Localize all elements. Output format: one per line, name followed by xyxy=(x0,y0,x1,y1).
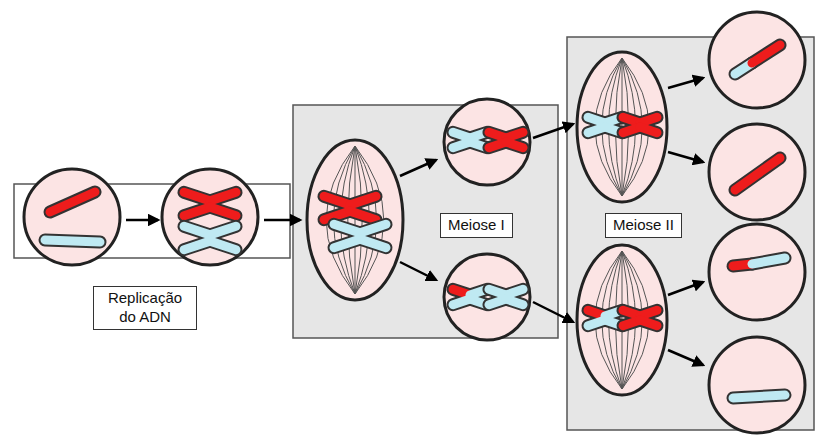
label-box: Meiose I xyxy=(440,213,513,238)
chromatid xyxy=(735,158,780,190)
chromatid xyxy=(210,241,236,250)
chromatid-outline xyxy=(50,192,95,212)
spindle-fiber xyxy=(355,146,356,294)
chromatid xyxy=(640,310,657,316)
process-arrow xyxy=(400,262,436,280)
chromatid-outline xyxy=(350,196,376,205)
stage-label: Replicação do ADN xyxy=(101,289,189,327)
stage-panel xyxy=(293,105,558,338)
spindle-fiber xyxy=(602,251,622,389)
chromatid-outline xyxy=(733,395,785,398)
cell-membrane xyxy=(24,169,120,265)
cell-membrane xyxy=(709,124,805,220)
cell-membrane xyxy=(709,12,805,108)
chromatid-outline xyxy=(640,310,657,316)
chromatid-outline xyxy=(506,289,523,295)
label-box: Replicação do ADN xyxy=(93,286,197,330)
cell-membrane xyxy=(307,140,403,300)
cell-membrane xyxy=(444,254,530,340)
chromatid xyxy=(210,192,236,201)
process-arrow xyxy=(264,219,300,222)
stage-label: Meiose II xyxy=(613,216,674,235)
chromatid-outline xyxy=(350,211,376,220)
cells xyxy=(24,12,805,433)
chromatid-outline xyxy=(752,258,785,264)
cell-membrane xyxy=(709,224,805,320)
chromatid-outline xyxy=(360,239,386,248)
cell xyxy=(307,140,403,300)
chromatid xyxy=(506,289,523,295)
cell xyxy=(577,245,667,395)
chromatid xyxy=(360,239,386,248)
chromatid xyxy=(506,299,523,305)
cell xyxy=(444,254,530,340)
cell xyxy=(709,337,805,433)
cell-membrane xyxy=(577,245,667,395)
cell-membrane xyxy=(577,52,667,202)
cell xyxy=(709,12,805,108)
chromatid-outline xyxy=(506,132,523,138)
chromatid xyxy=(640,320,657,326)
chromatid-outline xyxy=(640,117,657,123)
process-arrow xyxy=(533,302,573,322)
process-arrow xyxy=(533,124,573,138)
label-box: Meiose II xyxy=(605,213,682,238)
cell xyxy=(709,124,805,220)
process-arrow xyxy=(668,152,703,162)
process-arrow xyxy=(668,350,703,365)
stage-label: Meiose I xyxy=(448,216,505,235)
chromatid xyxy=(640,127,657,133)
cell-membrane xyxy=(709,337,805,433)
process-arrow xyxy=(126,219,158,222)
chromatid-outline xyxy=(210,207,236,216)
chromatid-outline xyxy=(45,240,100,242)
chromatid xyxy=(210,207,236,216)
process-arrow xyxy=(668,282,703,295)
chromatid-outline xyxy=(210,226,236,235)
chromatid xyxy=(350,211,376,220)
cell-membrane xyxy=(162,169,258,265)
chromatid xyxy=(50,192,95,212)
chromatid-outline xyxy=(360,224,386,233)
cell xyxy=(24,169,120,265)
chromatid xyxy=(210,226,236,235)
arrows xyxy=(126,78,703,365)
chromatid-outline xyxy=(506,299,523,305)
cell xyxy=(709,224,805,320)
cell xyxy=(577,52,667,202)
chromatid xyxy=(506,132,523,138)
cell xyxy=(444,99,530,185)
process-arrow xyxy=(668,78,703,88)
chromatid xyxy=(752,258,785,264)
spindle-fiber xyxy=(602,58,622,196)
chromatid xyxy=(752,45,780,63)
chromatid-outline xyxy=(735,158,780,190)
chromatid-outline xyxy=(640,127,657,133)
process-arrow xyxy=(400,160,436,176)
chromatid-outline xyxy=(210,192,236,201)
spindle-fiber xyxy=(348,146,355,294)
chromatid xyxy=(350,196,376,205)
chromatid xyxy=(45,240,100,242)
cell-membrane xyxy=(444,99,530,185)
chromatid-outline xyxy=(506,142,523,148)
cell xyxy=(162,169,258,265)
chromatid-outline xyxy=(640,320,657,326)
chromatid-outline xyxy=(210,241,236,250)
chromatid xyxy=(360,224,386,233)
chromatid xyxy=(640,117,657,123)
chromatid-outline xyxy=(752,45,780,63)
chromatid xyxy=(506,142,523,148)
chromatid xyxy=(733,395,785,398)
